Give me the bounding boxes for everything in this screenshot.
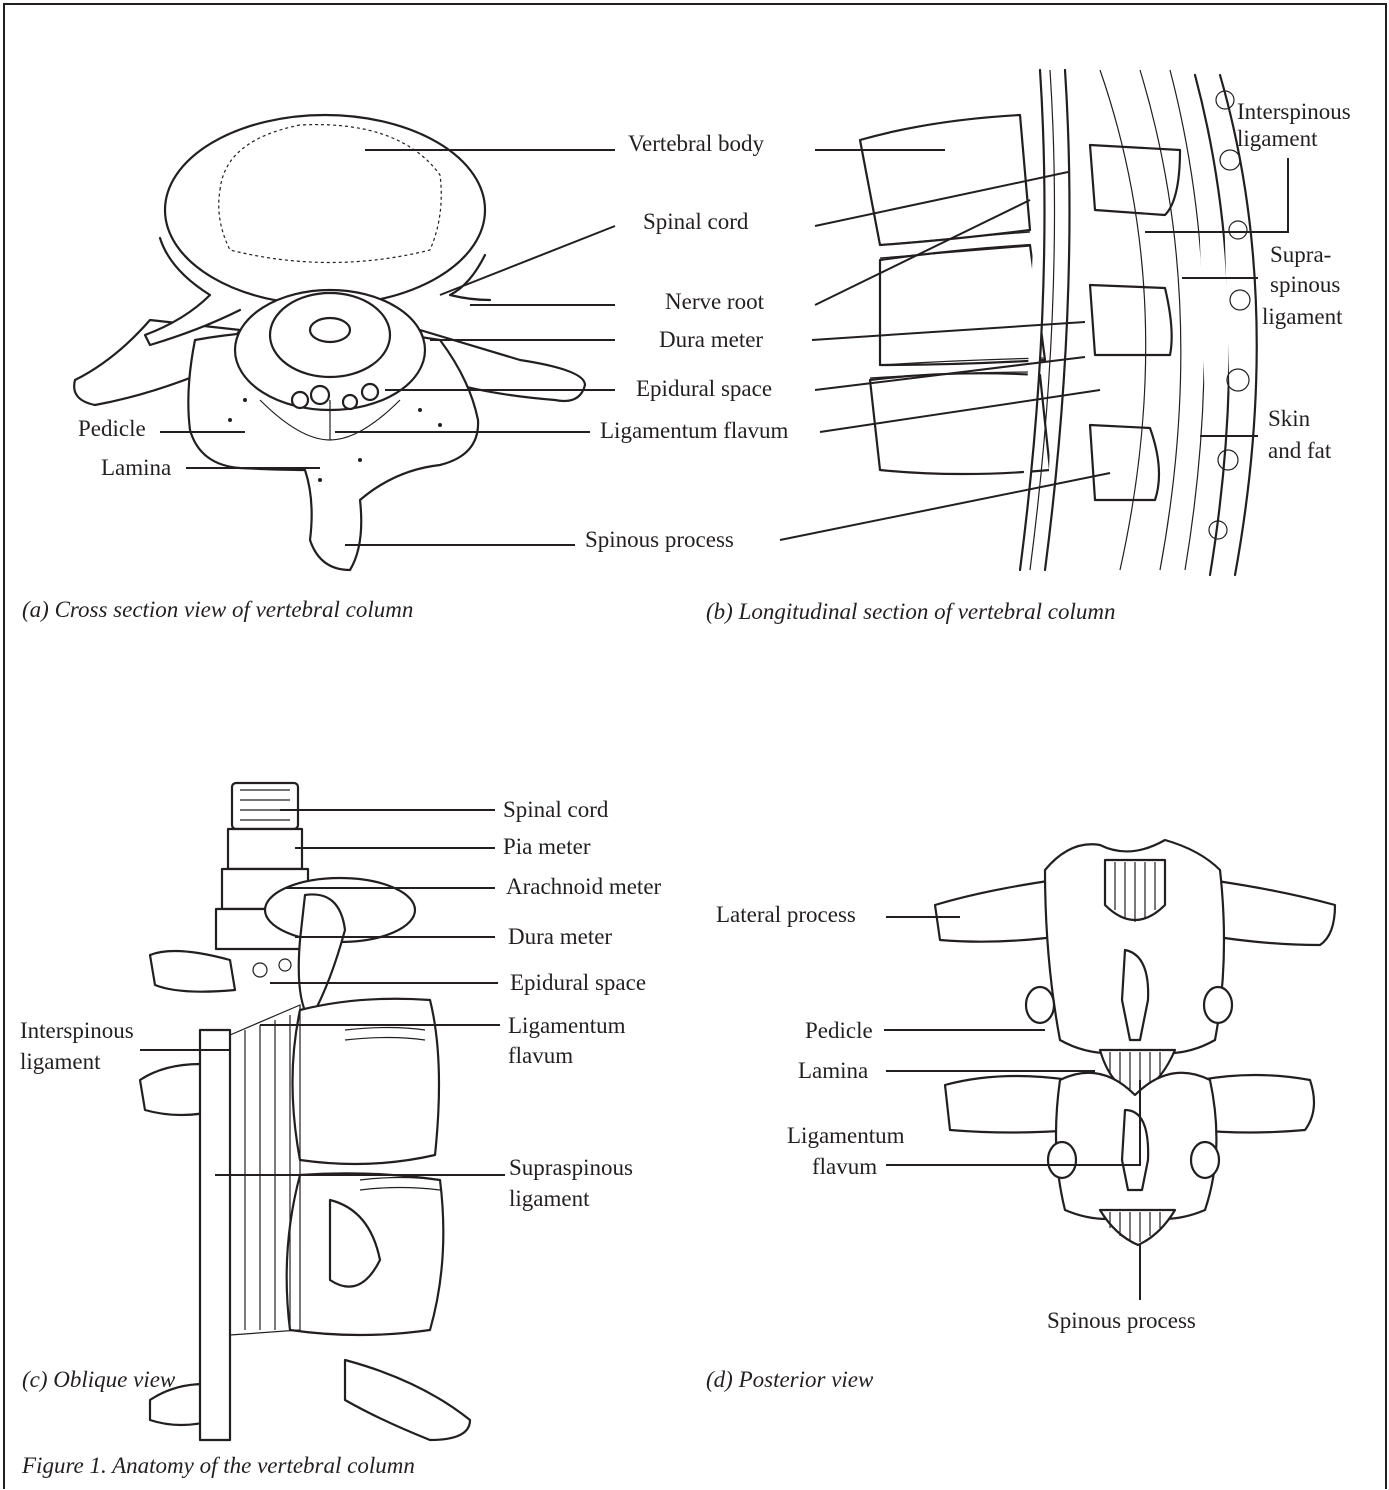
- label-spinous-process-d: Spinous process: [1047, 1308, 1196, 1334]
- label-skin-b-1: Skin: [1268, 406, 1310, 432]
- label-epidural-space-a: Epidural space: [636, 376, 772, 402]
- label-spinous-process-a: Spinous process: [585, 527, 734, 553]
- posterior-drawing: [935, 840, 1335, 1245]
- label-pedicle-d: Pedicle: [805, 1018, 873, 1044]
- label-supraspinous-c-1: Supraspinous: [509, 1155, 633, 1181]
- figure-caption: Figure 1. Anatomy of the vertebral colum…: [22, 1453, 415, 1479]
- label-arachnoid-meter: Arachnoid meter: [506, 874, 661, 900]
- label-ligamentum-d-1: Ligamentum: [787, 1123, 905, 1149]
- label-epidural-space-c: Epidural space: [510, 970, 646, 996]
- label-supraspinous-b-1: Supra-: [1270, 242, 1331, 268]
- caption-panel-b: (b) Longitudinal section of vertebral co…: [706, 599, 1115, 625]
- label-pedicle-a: Pedicle: [78, 416, 146, 442]
- label-skin-b-2: and fat: [1268, 438, 1331, 464]
- label-pia-meter: Pia meter: [503, 834, 591, 860]
- caption-panel-d: (d) Posterior view: [706, 1367, 873, 1393]
- label-lamina-d: Lamina: [798, 1058, 868, 1084]
- label-vertebral-body: Vertebral body: [628, 131, 764, 157]
- label-ligamentum-c-1: Ligamentum: [508, 1013, 626, 1039]
- label-interspinous-c-2: ligament: [20, 1049, 100, 1075]
- cross-section-drawing: [74, 115, 585, 570]
- label-interspinous-b-1: Interspinous: [1237, 99, 1351, 125]
- label-spinal-cord-c: Spinal cord: [503, 797, 608, 823]
- longitudinal-drawing: [860, 70, 1257, 575]
- oblique-drawing: [140, 783, 470, 1440]
- label-ligamentum-flavum-a: Ligamentum flavum: [600, 418, 788, 444]
- label-supraspinous-b-3: ligament: [1262, 304, 1342, 330]
- label-supraspinous-c-2: ligament: [509, 1186, 589, 1212]
- label-dura-meter-a: Dura meter: [659, 327, 763, 353]
- label-ligamentum-d-2: flavum: [812, 1154, 877, 1180]
- caption-panel-c: (c) Oblique view: [22, 1367, 175, 1393]
- label-supraspinous-b-2: spinous: [1270, 272, 1340, 298]
- label-lamina-a: Lamina: [101, 455, 171, 481]
- label-nerve-root: Nerve root: [665, 289, 764, 315]
- label-lateral-process: Lateral process: [716, 902, 856, 928]
- label-ligamentum-c-2: flavum: [508, 1043, 573, 1069]
- label-spinal-cord-a: Spinal cord: [643, 209, 748, 235]
- label-interspinous-c-1: Interspinous: [20, 1018, 134, 1044]
- label-dura-meter-c: Dura meter: [508, 924, 612, 950]
- caption-panel-a: (a) Cross section view of vertebral colu…: [22, 597, 413, 623]
- label-interspinous-b-2: ligament: [1237, 126, 1317, 152]
